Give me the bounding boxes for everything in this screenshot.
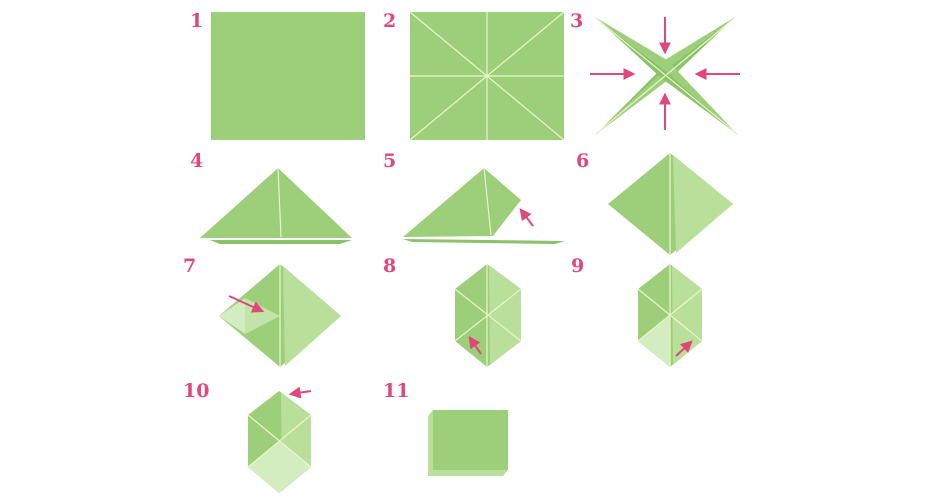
collapsed-star-shape bbox=[595, 17, 738, 135]
crease-lines bbox=[409, 11, 565, 141]
paper-square-sheet bbox=[211, 12, 365, 140]
triangle-base bbox=[200, 167, 352, 244]
diamond-with-fold bbox=[219, 264, 341, 367]
step-number-4: 4 bbox=[190, 150, 203, 172]
arrow-left-icon bbox=[288, 386, 312, 399]
step-11: 11 bbox=[383, 380, 508, 476]
step-5: 5 bbox=[383, 150, 565, 244]
step-number-8: 8 bbox=[383, 255, 396, 277]
arrow-fold-icon bbox=[228, 295, 265, 313]
step-number-11: 11 bbox=[383, 380, 409, 402]
step-number-3: 3 bbox=[570, 10, 583, 32]
kite-shape-final bbox=[247, 391, 312, 493]
step-number-5: 5 bbox=[383, 150, 396, 172]
step-10: 10 bbox=[183, 380, 312, 493]
step-number-7: 7 bbox=[183, 255, 196, 277]
diamond-base bbox=[608, 153, 733, 255]
step-number-1: 1 bbox=[190, 10, 203, 32]
step-3: 3 bbox=[570, 10, 740, 135]
step-7: 7 bbox=[183, 255, 341, 367]
kite-shape bbox=[454, 264, 522, 367]
kite-shape-folded bbox=[637, 264, 703, 367]
step-number-6: 6 bbox=[576, 150, 589, 172]
step-number-9: 9 bbox=[571, 255, 584, 277]
step-1: 1 bbox=[190, 10, 365, 140]
finished-square bbox=[428, 410, 508, 476]
step-9: 9 bbox=[571, 255, 703, 367]
step-number-10: 10 bbox=[183, 380, 209, 402]
arrow-up-right-icon bbox=[675, 340, 693, 357]
arrow-up-left-icon bbox=[468, 336, 482, 355]
push-arrows bbox=[590, 17, 740, 130]
step-4: 4 bbox=[190, 150, 352, 244]
step-number-2: 2 bbox=[383, 10, 396, 32]
folded-triangle bbox=[403, 167, 565, 244]
step-8: 8 bbox=[383, 255, 522, 367]
step-6: 6 bbox=[576, 150, 733, 255]
step-2: 2 bbox=[383, 10, 565, 141]
arrow-up-left-icon bbox=[519, 208, 534, 227]
